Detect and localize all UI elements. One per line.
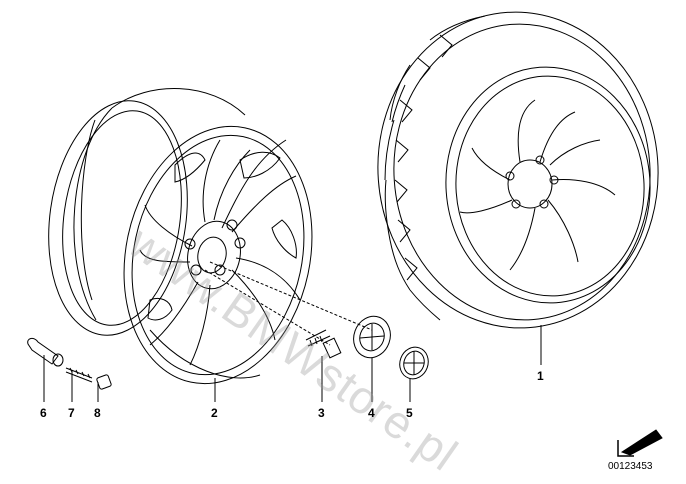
valve-illustration <box>27 337 112 390</box>
callout-5: 5 <box>406 406 413 420</box>
diagonal-arrow-icon <box>617 429 663 457</box>
lug-bolt-illustration <box>305 329 342 359</box>
callout-6: 6 <box>40 406 47 420</box>
alloy-rim-illustration <box>48 88 313 385</box>
callout-4: 4 <box>368 406 375 420</box>
center-cap-illustration <box>353 315 391 359</box>
complete-wheel-illustration <box>377 11 659 329</box>
callout-2: 2 <box>211 406 218 420</box>
callout-1: 1 <box>537 369 544 383</box>
emblem-illustration <box>399 346 429 380</box>
callout-8: 8 <box>94 406 101 420</box>
callout-lines <box>43 325 542 402</box>
leader-lines <box>204 261 373 346</box>
callout-7: 7 <box>68 406 75 420</box>
callout-3: 3 <box>318 406 325 420</box>
document-number: 00123453 <box>608 461 653 472</box>
